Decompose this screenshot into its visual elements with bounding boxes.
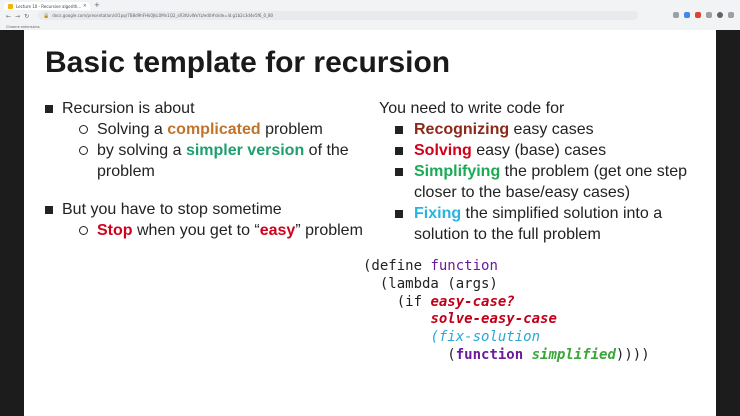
tab-title: Lecture 10 - Recursive algorith... — [16, 3, 82, 9]
left-column: Recursion is about Solving a complicated… — [44, 98, 364, 241]
bookmark-item[interactable]: Chrome extensions — [6, 25, 40, 29]
right-lead: You need to write code for — [379, 100, 565, 117]
sub-bullet-simpler-version: by solving a simpler version of the prob… — [44, 140, 364, 182]
toolbar-icons — [673, 12, 734, 18]
extension-icon[interactable] — [695, 12, 701, 18]
bullet-solving: Solving easy (base) cases — [379, 140, 709, 161]
right-column: You need to write code for Recognizing e… — [379, 98, 709, 245]
bullet-simplifying: Simplifying the problem (get one step cl… — [379, 161, 709, 203]
bookmark-star-icon[interactable] — [673, 12, 679, 18]
forward-icon[interactable]: → — [15, 13, 21, 20]
bullet-recognizing: Recognizing easy cases — [379, 119, 709, 140]
url-text: docs.google.com/presentation/d/1pqr7B8d9… — [52, 13, 274, 18]
sub-bullet-complicated: Solving a complicated problem — [44, 119, 364, 140]
browser-tab[interactable]: Lecture 10 - Recursive algorith... × — [4, 2, 90, 10]
slide: Basic template for recursion Recursion i… — [24, 30, 716, 416]
bullet-fixing: Fixing the simplified solution into a so… — [379, 203, 709, 245]
sub-bullet-stop: Stop when you get to “easy” problem — [44, 220, 364, 241]
extension-icon[interactable] — [684, 12, 690, 18]
menu-kebab-icon[interactable] — [728, 12, 734, 18]
highlight-stop: Stop — [97, 222, 133, 239]
reload-icon[interactable]: ↻ — [24, 13, 30, 20]
address-bar[interactable]: 🔒 docs.google.com/presentation/d/1pqr7B8… — [38, 11, 638, 20]
highlight-complicated: complicated — [167, 121, 261, 138]
lock-icon: 🔒 — [43, 12, 50, 19]
bullet-stop-sometime: But you have to stop sometime — [44, 199, 364, 220]
extensions-puzzle-icon[interactable] — [706, 12, 712, 18]
back-icon[interactable]: ← — [6, 13, 12, 20]
code-block: (define function (lambda (args) (if easy… — [363, 258, 650, 363]
highlight-simpler-version: simpler version — [185, 142, 305, 159]
browser-chrome: Lecture 10 - Recursive algorith... × + ←… — [0, 0, 740, 25]
slide-title: Basic template for recursion — [45, 46, 451, 79]
tab-close-icon[interactable]: × — [82, 3, 87, 9]
new-tab-button[interactable]: + — [94, 1, 100, 9]
bullet-recursion-about: Recursion is about — [44, 98, 364, 119]
profile-avatar[interactable] — [717, 12, 723, 18]
bookmarks-bar: Chrome extensions — [0, 24, 740, 30]
highlight-easy: easy — [259, 222, 296, 239]
browser-toolbar: ← → ↻ 🔒 docs.google.com/presentation/d/1… — [0, 10, 740, 23]
slides-favicon-icon — [8, 3, 13, 9]
